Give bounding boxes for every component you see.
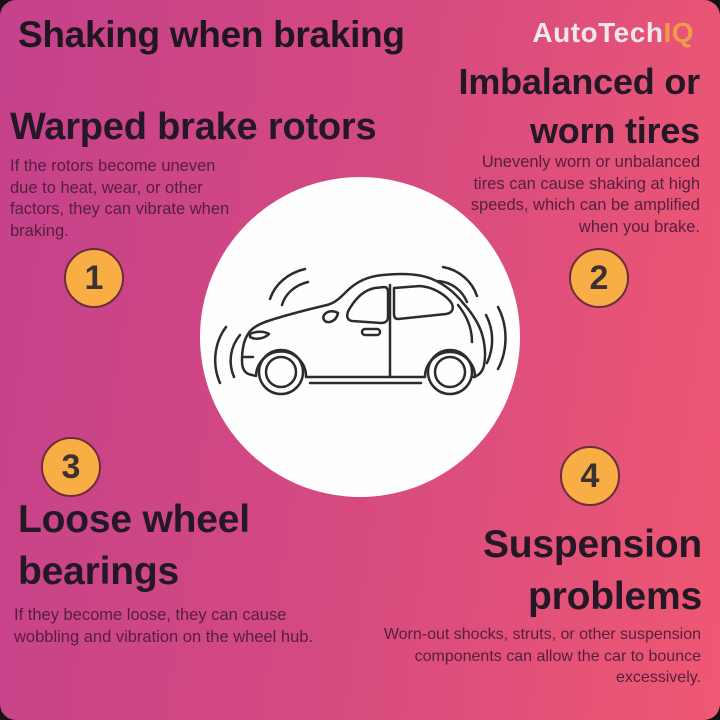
brand-logo-main: AutoTech <box>532 17 664 48</box>
vibration-arcs-rear <box>484 305 507 371</box>
section-heading-loose-wheel-bearings: Loose wheel bearings <box>18 498 250 593</box>
brand-logo-accent: IQ <box>663 17 694 48</box>
section-heading-warped-brake-rotors: Warped brake rotors <box>10 106 377 148</box>
shaking-car-illustration <box>213 265 507 396</box>
brand-logo: AutoTechIQ <box>532 17 694 49</box>
car-body <box>240 272 487 385</box>
front-window <box>346 285 390 325</box>
rear-window <box>392 284 455 321</box>
vibration-arcs-top-left <box>268 267 310 307</box>
section-description-imbalanced-worn-tires: Unevenly worn or unbalanced tires can ca… <box>470 153 700 236</box>
number-badge-4: 4 <box>560 446 620 506</box>
vibration-arcs-top-right <box>436 265 479 304</box>
number-badge-2: 2 <box>569 248 629 308</box>
section-heading-imbalanced-worn-tires: Imbalanced or worn tires <box>458 61 701 151</box>
section-heading-suspension-problems: Suspension problems <box>482 523 702 618</box>
number-badge-1: 1 <box>64 248 124 308</box>
section-description-loose-wheel-bearings: If they become loose, they can cause wob… <box>14 606 314 646</box>
section-description-suspension-problems: Worn-out shocks, struts, or other suspen… <box>383 626 701 686</box>
center-circle <box>200 177 520 497</box>
rear-wheel <box>426 348 474 396</box>
side-mirror <box>322 310 340 324</box>
section-description-warped-brake-rotors: If the rotors become uneven due to heat,… <box>10 157 230 240</box>
hatch-line <box>456 303 474 344</box>
vibration-arcs-front <box>213 325 242 385</box>
number-badge-3: 3 <box>41 437 101 497</box>
headlight <box>248 330 271 340</box>
door-handle <box>360 327 382 337</box>
page-title: Shaking when braking <box>18 14 405 55</box>
front-wheel <box>257 348 305 396</box>
